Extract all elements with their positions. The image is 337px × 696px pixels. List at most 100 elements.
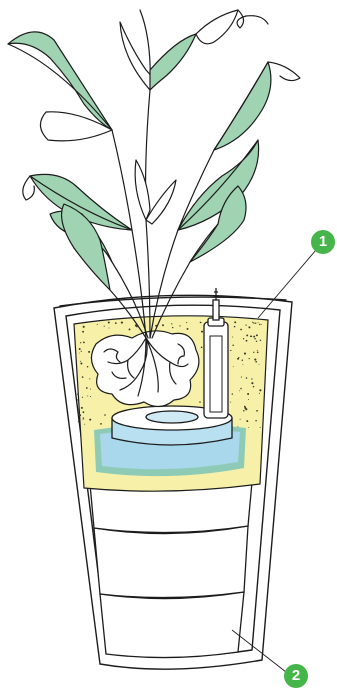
plant-stems (74, 10, 218, 338)
plant-icon (8, 10, 300, 290)
soil-speck (84, 424, 85, 425)
soil-speck (246, 420, 248, 422)
soil-speck (251, 378, 252, 379)
soil-speck (255, 361, 257, 363)
soil-speck (230, 402, 231, 403)
soil-speck (79, 348, 81, 350)
soil-speck (248, 399, 249, 400)
soil-speck (241, 377, 242, 378)
soil-speck (100, 423, 102, 425)
soil-speck (104, 326, 105, 327)
soil-speck (80, 361, 81, 362)
soil-speck (243, 410, 245, 412)
reservoir-rings (90, 478, 252, 657)
soil-speck (259, 324, 260, 325)
soil-speck (83, 341, 85, 343)
soil-speck (255, 323, 256, 324)
soil-speck (82, 397, 83, 398)
callout-badge-1: 1 (311, 230, 335, 254)
soil-speck (243, 338, 244, 339)
soil-speck (90, 396, 91, 397)
soil-speck (250, 335, 252, 337)
soil-speck (252, 322, 253, 323)
soil-speck (129, 328, 131, 330)
soil-speck (248, 326, 250, 328)
soil-speck (248, 427, 249, 428)
soil-speck (82, 331, 84, 333)
soil-speck (200, 322, 201, 323)
soil-speck (260, 340, 261, 341)
soil-speck (171, 323, 172, 324)
soil-speck (253, 336, 255, 338)
soil-speck (121, 322, 123, 324)
soil-speck (247, 393, 249, 395)
soil-speck (233, 366, 234, 367)
soil-speck (253, 352, 254, 353)
soil-speck (240, 419, 241, 420)
soil-speck (238, 357, 239, 358)
soil-speck (80, 363, 82, 365)
soil-speck (253, 386, 255, 388)
soil-speck (230, 350, 231, 351)
soil-speck (81, 407, 83, 409)
soil-speck (232, 393, 233, 394)
soil-speck (108, 322, 110, 324)
soil-speck (89, 419, 91, 421)
soil-speck (172, 327, 173, 328)
soil-speck (260, 427, 261, 428)
soil-speck (77, 399, 78, 400)
soil-speck (115, 322, 117, 324)
soil-speck (187, 328, 189, 330)
soil-speck (234, 326, 236, 328)
soil-speck (97, 324, 98, 325)
soil-speck (234, 321, 236, 323)
soil-speck (87, 366, 88, 367)
soil-speck (79, 353, 80, 354)
soil-speck (259, 364, 260, 365)
soil-speck (239, 390, 240, 391)
soil-speck (83, 411, 85, 413)
soil-speck (255, 420, 256, 421)
soil-speck (253, 322, 254, 323)
soil-speck (244, 407, 246, 409)
soil-speck (89, 378, 90, 379)
soil-speck (201, 331, 203, 333)
soil-speck (162, 324, 164, 326)
soil-speck (257, 350, 258, 351)
soil-speck (242, 359, 243, 360)
soil-speck (259, 389, 261, 391)
soil-speck (256, 410, 258, 412)
soil-speck (246, 340, 248, 342)
soil-speck (249, 358, 250, 359)
soil-speck (82, 376, 84, 378)
soil-speck (256, 334, 258, 336)
soil-speck (232, 337, 233, 338)
soil-speck (199, 401, 201, 403)
soil-speck (80, 342, 81, 343)
soil-speck (179, 325, 180, 326)
soil-speck (251, 382, 253, 384)
soil-speck (246, 334, 248, 336)
soil-speck (254, 338, 255, 339)
soil-speck (246, 377, 248, 379)
soil-speck (78, 421, 79, 422)
soil-speck (244, 353, 246, 355)
soil-speck (81, 351, 82, 352)
soil-speck (259, 393, 260, 394)
soil-speck (83, 326, 85, 328)
soil-speck (83, 419, 84, 420)
soil-speck (256, 341, 257, 342)
soil-speck (261, 324, 262, 325)
callout-badge-2: 2 (284, 664, 308, 688)
soil-speck (77, 393, 79, 395)
soil-speck (240, 329, 242, 331)
soil-speck (240, 388, 242, 390)
soil-speck (109, 328, 110, 329)
soil-speck (254, 359, 256, 361)
soil-speck (242, 364, 243, 365)
soil-speck (86, 387, 88, 389)
soil-speck (90, 389, 91, 390)
soil-speck (232, 345, 234, 347)
